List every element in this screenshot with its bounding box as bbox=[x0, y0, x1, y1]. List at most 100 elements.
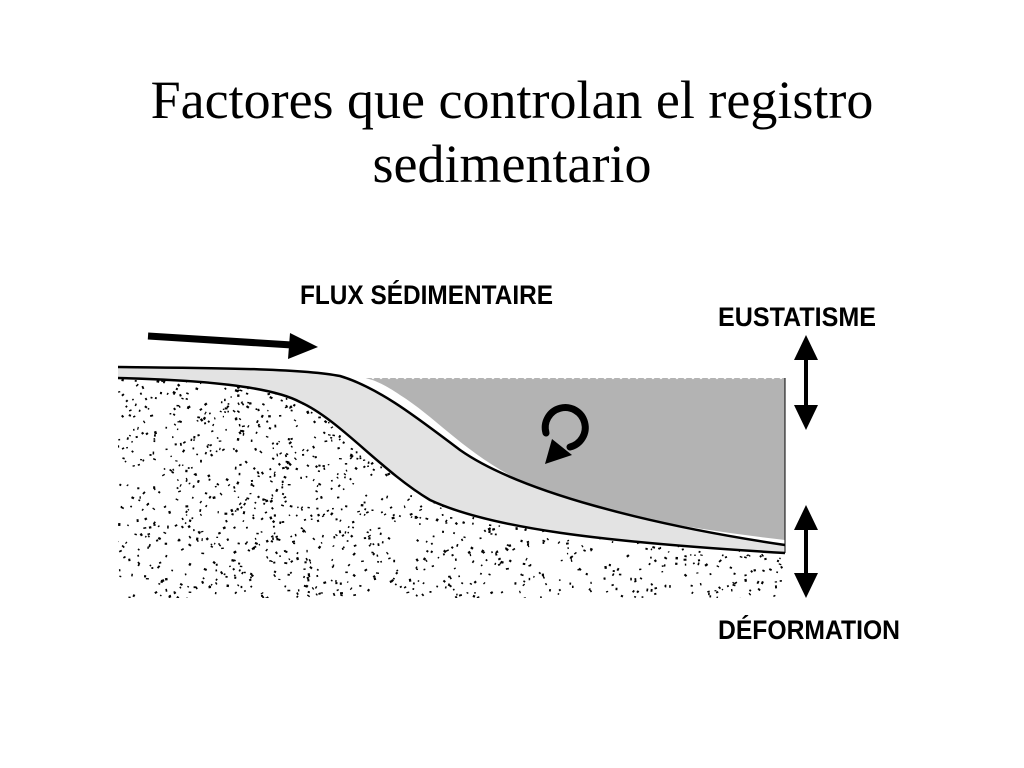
substrate-dot bbox=[305, 475, 308, 478]
substrate-dot bbox=[137, 487, 140, 490]
substrate-dot bbox=[734, 581, 738, 585]
substrate-dot bbox=[144, 517, 148, 521]
substrate-dot bbox=[218, 447, 221, 451]
substrate-dot bbox=[296, 551, 299, 555]
substrate-dot bbox=[452, 531, 456, 535]
substrate-dot bbox=[203, 402, 208, 406]
substrate-dot bbox=[521, 574, 524, 577]
substrate-dot bbox=[155, 539, 159, 542]
substrate-dot bbox=[118, 522, 121, 526]
substrate-dot bbox=[573, 551, 577, 555]
substrate-dot bbox=[214, 591, 217, 595]
substrate-dot bbox=[131, 398, 135, 401]
substrate-dot bbox=[301, 448, 305, 452]
substrate-dot bbox=[158, 561, 162, 565]
substrate-dot bbox=[308, 575, 311, 578]
substrate-dot bbox=[267, 392, 271, 396]
substrate-dot bbox=[398, 514, 402, 518]
substrate-dot bbox=[255, 431, 258, 435]
substrate-dot bbox=[658, 546, 662, 550]
substrate-dot bbox=[269, 560, 272, 562]
substrate-dot bbox=[458, 593, 463, 597]
substrate-dot bbox=[238, 562, 241, 565]
substrate-dot bbox=[122, 457, 125, 460]
substrate-dot bbox=[359, 584, 362, 587]
substrate-dot bbox=[569, 556, 573, 559]
substrate-dot bbox=[352, 552, 356, 556]
substrate-dot bbox=[269, 467, 272, 471]
substrate-dot bbox=[223, 411, 227, 414]
substrate-dot bbox=[188, 591, 192, 593]
substrate-dot bbox=[451, 553, 454, 557]
substrate-dot bbox=[303, 575, 306, 579]
substrate-dot bbox=[417, 579, 420, 583]
substrate-dot bbox=[159, 594, 162, 597]
substrate-dot bbox=[172, 436, 174, 439]
substrate-dot bbox=[761, 553, 765, 557]
substrate-dot bbox=[269, 516, 273, 520]
substrate-dot bbox=[332, 564, 335, 567]
substrate-dot bbox=[683, 558, 687, 561]
substrate-dot bbox=[300, 508, 303, 511]
substrate-dot bbox=[265, 499, 269, 503]
substrate-dot bbox=[277, 462, 281, 466]
substrate-dot bbox=[165, 426, 168, 429]
substrate-dot bbox=[746, 554, 749, 557]
substrate-dot bbox=[349, 587, 353, 591]
substrate-dot bbox=[363, 513, 366, 516]
substrate-dot bbox=[226, 405, 230, 409]
substrate-dot bbox=[250, 574, 254, 578]
substrate-dot bbox=[153, 523, 156, 526]
substrate-dot bbox=[421, 593, 425, 597]
substrate-dot bbox=[342, 488, 345, 491]
substrate-dot bbox=[714, 590, 717, 592]
substrate-dot bbox=[470, 546, 474, 550]
substrate-dot bbox=[392, 577, 395, 580]
substrate-dot bbox=[508, 559, 512, 563]
substrate-dot bbox=[284, 562, 288, 565]
substrate-dot bbox=[304, 530, 307, 533]
substrate-dot bbox=[185, 479, 188, 483]
substrate-dot bbox=[416, 409, 419, 412]
substrate-dot bbox=[245, 405, 250, 409]
substrate-dot bbox=[234, 576, 237, 579]
substrate-dot bbox=[760, 581, 764, 585]
substrate-dot bbox=[118, 390, 121, 393]
substrate-dot bbox=[175, 387, 179, 391]
substrate-dot bbox=[419, 516, 422, 519]
substrate-dot bbox=[498, 525, 501, 527]
substrate-dot bbox=[691, 591, 694, 595]
substrate-dot bbox=[244, 542, 248, 545]
substrate-dot bbox=[238, 431, 242, 435]
substrate-dot bbox=[134, 403, 137, 407]
sediment-wedge bbox=[118, 367, 785, 553]
substrate-dot bbox=[276, 453, 279, 457]
substrate-dot bbox=[242, 519, 245, 523]
substrate-dot bbox=[541, 573, 545, 577]
substrate-dot bbox=[306, 576, 310, 580]
substrate-dot bbox=[239, 463, 242, 467]
substrate-dot bbox=[196, 479, 200, 484]
substrate-dot bbox=[571, 585, 574, 588]
substrate-dot bbox=[608, 563, 612, 567]
substrate-dot bbox=[683, 573, 688, 577]
substrate-dot bbox=[479, 537, 482, 540]
substrate-dot bbox=[526, 543, 530, 546]
substrate-dot bbox=[415, 412, 419, 415]
substrate-dot bbox=[318, 416, 321, 419]
substrate-dot bbox=[175, 460, 178, 462]
substrate-dot bbox=[336, 496, 340, 499]
substrate-dot bbox=[330, 479, 333, 482]
substrate-dot bbox=[542, 575, 546, 579]
substrate-dot bbox=[506, 544, 510, 547]
substrate-dot bbox=[237, 402, 240, 406]
substrate-dot bbox=[124, 541, 128, 545]
substrate-dot bbox=[145, 432, 149, 436]
substrate-dot bbox=[339, 519, 342, 523]
substrate-dot bbox=[302, 453, 305, 456]
substrate-dot bbox=[121, 414, 125, 418]
substrate-dot bbox=[167, 525, 169, 529]
substrate-dot bbox=[380, 560, 383, 563]
substrate-dot bbox=[605, 590, 609, 593]
substrate-dot bbox=[290, 409, 293, 412]
